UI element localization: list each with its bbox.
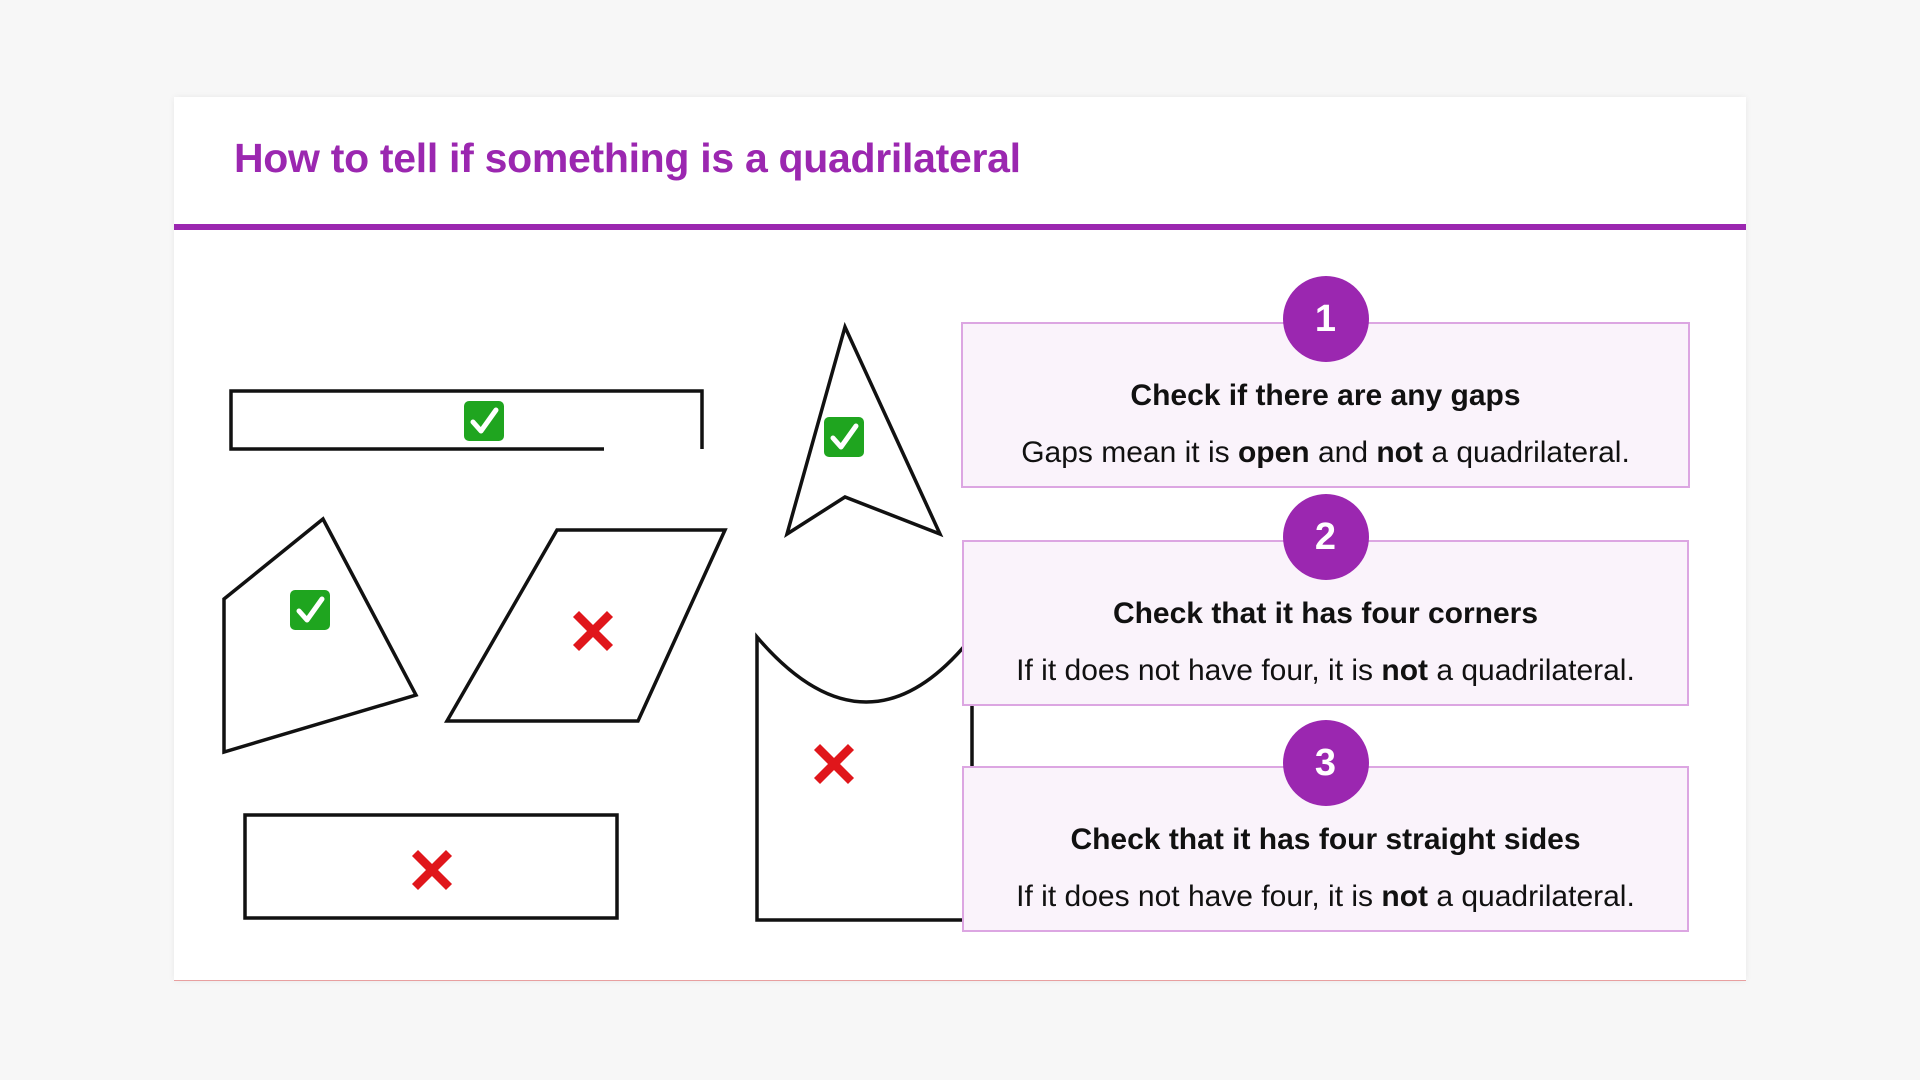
shapes-illustration [222,321,974,922]
slide-bottom-border [174,980,1746,981]
step-heading: Check that it has four corners [1112,597,1539,630]
step-card-3: 3 Check that it has four straight sides … [962,720,1689,932]
cross-mark-icon [813,743,855,785]
slide-title: How to tell if something is a quadrilate… [234,135,1021,181]
slide: How to tell if something is a quadrilate… [174,97,1746,981]
step-number-badge: 3 [1282,720,1369,806]
step-heading: Check if there are any gaps [1130,379,1521,412]
step-number-badge: 2 [1282,494,1369,580]
step-description: If it does not have four, it is not a qu… [1016,654,1635,687]
shape-irregular-quadrilateral [222,516,419,755]
step-description: If it does not have four, it is not a qu… [1016,880,1635,913]
step-card-2: 2 Check that it has four corners If it d… [962,494,1689,706]
title-divider [174,224,1746,230]
shape-curved-top [755,632,974,922]
cross-mark-icon [572,610,614,652]
step-card-1: 1 Check if there are any gaps Gaps mean … [961,276,1690,488]
shape-bottom-rectangle [243,813,619,920]
step-description: Gaps mean it is open and not a quadrilat… [1021,436,1630,469]
shape-parallelogram [443,528,728,723]
cross-mark-icon [411,849,453,891]
shape-long-rectangle [229,389,704,451]
step-number-badge: 1 [1282,276,1369,362]
check-mark-icon [824,417,864,457]
check-mark-icon [290,590,330,630]
shape-arrowhead [784,321,944,538]
check-mark-icon [464,401,504,441]
step-heading: Check that it has four straight sides [1070,823,1581,856]
